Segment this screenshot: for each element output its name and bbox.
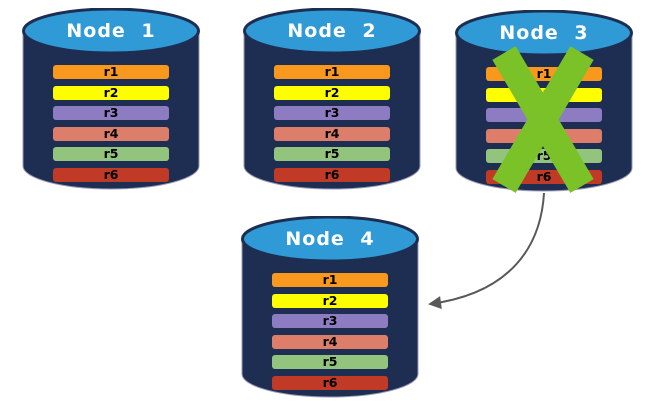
row-r5: r5 [53, 147, 169, 161]
node-1: Node 1 r1 r2 r3 r4 r5 r6 [22, 8, 200, 191]
row-r3: r3 [274, 106, 390, 120]
row-r2: r2 [53, 85, 169, 100]
row-r1: r1 [274, 65, 390, 79]
failure-x-icon [492, 46, 594, 193]
node-label: Node 1 [66, 20, 156, 42]
cylinder-top [455, 10, 633, 57]
cylinder-top [241, 216, 419, 263]
row-stack: r1 r2 r3 r4 r5 r6 [272, 273, 388, 396]
node-3: Node 3 r1 r2 r3 r4 r5 r6 [455, 10, 633, 193]
row-r6: r6 [272, 375, 388, 390]
row-r2: r2 [272, 293, 388, 308]
node-2: Node 2 r1 r2 r3 r4 r5 r6 [243, 8, 421, 191]
row-r2: r2 [274, 85, 390, 100]
row-r5: r5 [274, 147, 390, 161]
cylinder-top [243, 8, 421, 55]
row-r3: r3 [53, 106, 169, 120]
row-r5: r5 [272, 355, 388, 369]
row-r3: r3 [272, 314, 388, 328]
row-r6: r6 [274, 167, 390, 182]
arrow-curve [428, 192, 545, 309]
row-r1: r1 [272, 273, 388, 287]
row-r6: r6 [53, 167, 169, 182]
row-stack: r1 r2 r3 r4 r5 r6 [274, 65, 390, 188]
row-r4: r4 [53, 126, 169, 141]
row-r4: r4 [274, 126, 390, 141]
row-r1: r1 [53, 65, 169, 79]
node-label: Node 3 [499, 22, 589, 44]
node-label: Node 2 [287, 20, 377, 42]
row-stack: r1 r2 r3 r4 r5 r6 [53, 65, 169, 188]
node-label: Node 4 [285, 228, 375, 250]
cylinder-top [22, 8, 200, 55]
node-4: Node 4 r1 r2 r3 r4 r5 r6 [241, 216, 419, 399]
row-r4: r4 [272, 334, 388, 349]
